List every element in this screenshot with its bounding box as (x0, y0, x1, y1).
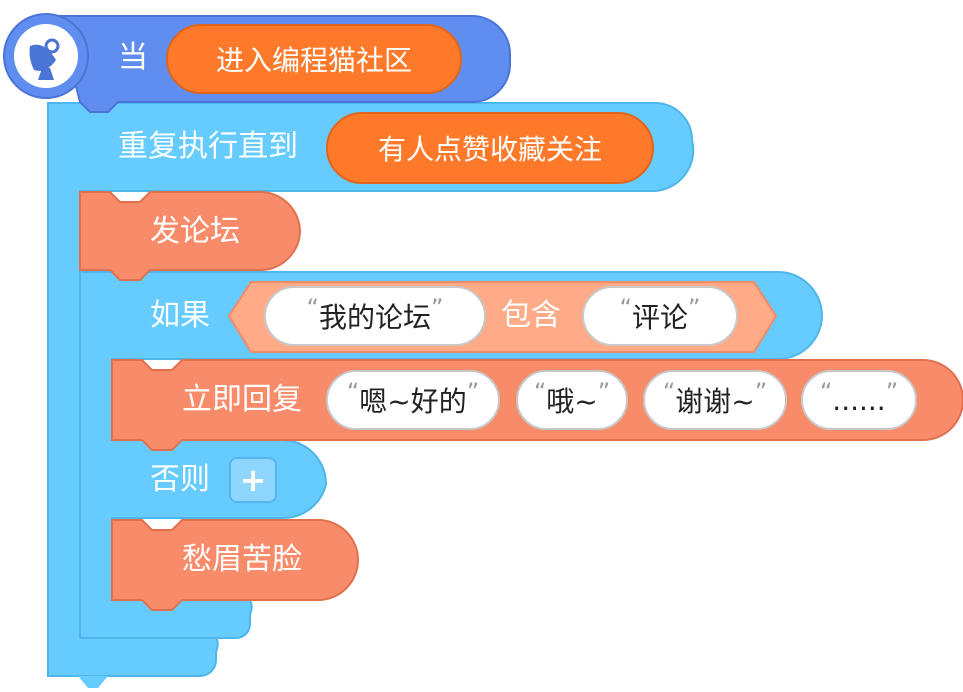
post-forum-block[interactable] (79, 191, 302, 281)
reply-arg-value-4: ...... (832, 383, 886, 417)
repeat-until-label: 重复执行直到 (118, 129, 298, 164)
close-quote: ” (754, 378, 768, 406)
contains-operator-label: 包含 (501, 298, 561, 333)
close-quote: ” (688, 294, 701, 322)
reply-arg-input-4[interactable]: “......” (801, 370, 917, 430)
reply-arg-value-2: 哦~ (546, 385, 598, 418)
reply-now-label: 立即回复 (182, 382, 302, 417)
satellite-dish-icon (0, 10, 92, 102)
reply-arg-input-1[interactable]: “嗯~好的” (326, 370, 500, 430)
repeat-condition-field[interactable]: 有人点赞收藏关注 (326, 112, 654, 184)
else-label: 否则 (150, 462, 210, 497)
close-quote: ” (597, 378, 611, 406)
open-quote: “ (619, 294, 632, 322)
add-branch-button[interactable]: + (229, 457, 277, 503)
reply-arg-value-1: 嗯~好的 (359, 385, 467, 418)
close-quote: ” (466, 378, 480, 406)
hat-event-field[interactable]: 进入编程猫社区 (166, 24, 462, 94)
post-forum-label: 发论坛 (150, 214, 240, 249)
close-quote: ” (431, 294, 444, 322)
repeat-bottom-notch (78, 676, 108, 688)
frown-face-label: 愁眉苦脸 (182, 542, 302, 577)
frown-face-block[interactable] (111, 519, 360, 611)
reply-arg-input-3[interactable]: “谢谢~” (643, 370, 787, 430)
hat-when-label: 当 (118, 40, 148, 75)
contains-right-value: 评论 (631, 301, 688, 334)
close-quote: ” (885, 378, 899, 406)
if-label: 如果 (150, 298, 210, 333)
open-quote: “ (306, 294, 319, 322)
open-quote: “ (819, 378, 833, 406)
reply-arg-value-3: 谢谢~ (675, 385, 755, 418)
contains-left-input[interactable]: “我的论坛” (264, 286, 486, 346)
open-quote: “ (533, 378, 547, 406)
contains-right-input[interactable]: “评论” (582, 286, 738, 346)
reply-arg-input-2[interactable]: “哦~” (516, 370, 628, 430)
contains-left-value: 我的论坛 (318, 301, 431, 334)
open-quote: “ (346, 378, 360, 406)
open-quote: “ (662, 378, 676, 406)
